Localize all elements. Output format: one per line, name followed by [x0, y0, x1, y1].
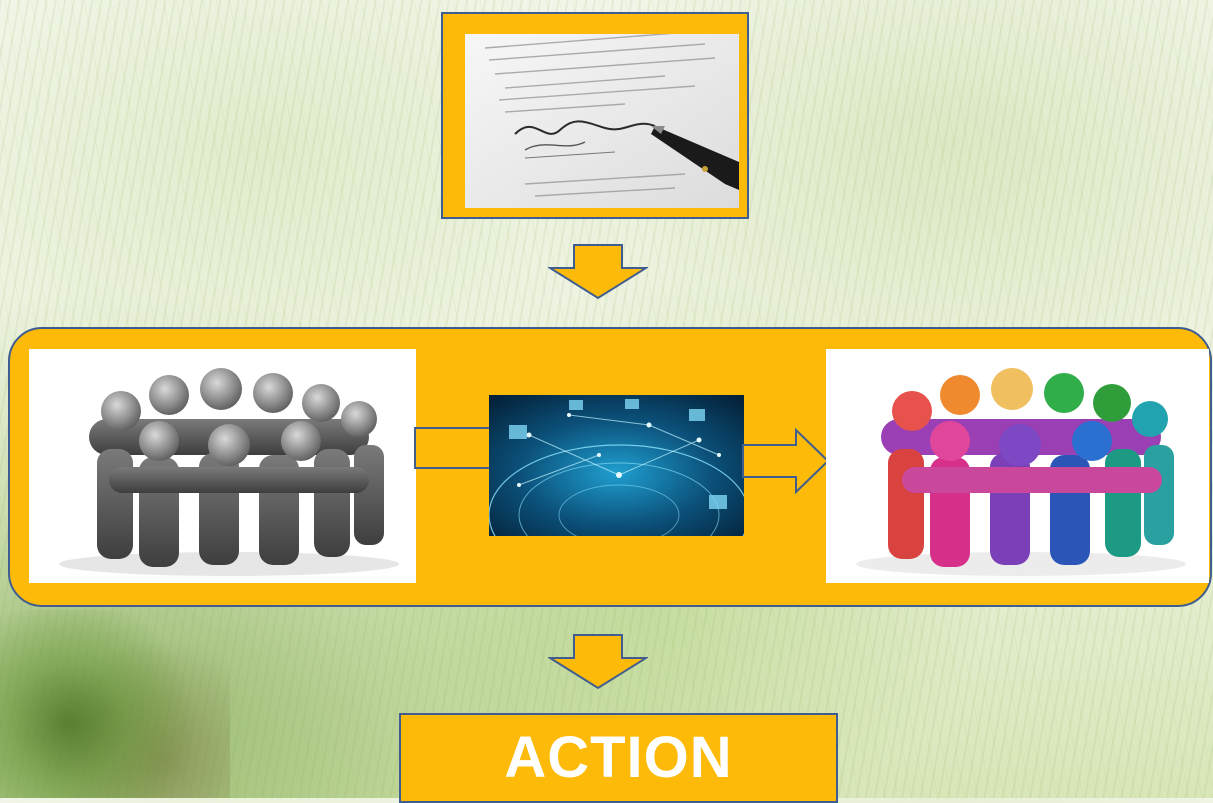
right-arrow-icon — [414, 427, 494, 469]
signed-document-image — [465, 34, 739, 208]
right-arrow-icon — [742, 428, 830, 494]
action-box: ACTION — [399, 713, 838, 803]
background-tree — [0, 610, 230, 798]
colorful-figures-circle — [856, 368, 1186, 576]
grey-group-image — [29, 349, 416, 583]
document-frame — [441, 12, 749, 219]
down-arrow-icon — [548, 244, 648, 300]
colorful-group-image — [826, 349, 1209, 583]
grey-figures-circle — [59, 368, 399, 576]
network-globe — [489, 395, 744, 536]
document-illustration — [465, 34, 739, 208]
network-globe-image — [489, 395, 744, 536]
down-arrow-icon — [548, 634, 648, 690]
action-label: ACTION — [504, 725, 733, 790]
